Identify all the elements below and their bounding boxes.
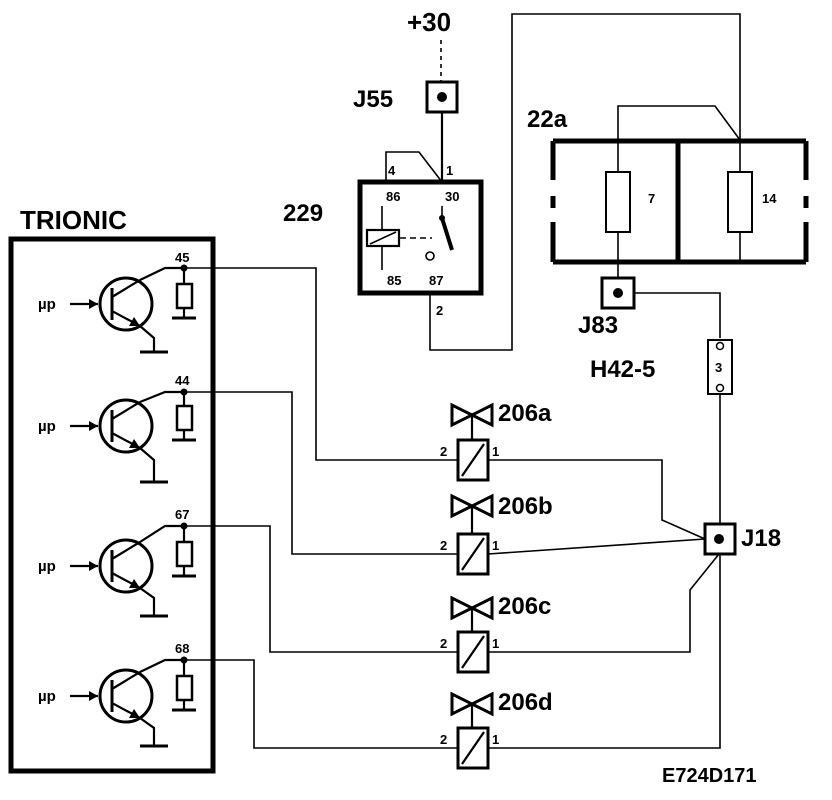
input-arrow-icon bbox=[89, 299, 98, 309]
ecu-driver-45: µp 45 bbox=[38, 250, 196, 354]
ecu-pin-label: 44 bbox=[175, 373, 190, 388]
fuse-14 bbox=[727, 171, 753, 233]
connector-h42-pin: 3 bbox=[715, 360, 722, 375]
transistor-icon bbox=[98, 538, 154, 594]
resistor-icon bbox=[175, 540, 194, 568]
ecu-driver-44: µp 44 bbox=[38, 373, 196, 484]
transistor-icon bbox=[98, 276, 154, 332]
valve-pin-label: 1 bbox=[492, 732, 499, 747]
valve-206b: 206b 2 1 bbox=[440, 493, 553, 576]
valve-id: 206a bbox=[498, 400, 552, 427]
relay-box bbox=[357, 179, 484, 296]
ecu-box bbox=[8, 236, 216, 774]
supply-label: +30 bbox=[407, 7, 451, 37]
valve-pin-label: 2 bbox=[440, 732, 447, 747]
valve-pin-label: 2 bbox=[440, 538, 447, 553]
relay-pin-label: 30 bbox=[445, 189, 459, 204]
connector-j83-label: J83 bbox=[578, 312, 618, 339]
valve-pin-label: 1 bbox=[492, 444, 499, 459]
connector-j83: J83 bbox=[578, 262, 721, 339]
valve-206c: 206c 2 1 bbox=[440, 593, 551, 674]
relay-pin-label: 4 bbox=[388, 163, 396, 178]
resistor-icon bbox=[175, 674, 194, 702]
valve-pin-label: 1 bbox=[492, 538, 499, 553]
valve-206d: 206d 2 1 bbox=[440, 689, 553, 770]
ecu-title: TRIONIC bbox=[20, 205, 127, 235]
connector-h42-5: H42-5 3 bbox=[590, 339, 733, 524]
input-arrow-icon bbox=[89, 421, 98, 431]
relay-id: 229 bbox=[283, 200, 323, 227]
ecu-pin-label: 67 bbox=[175, 507, 189, 522]
relay-229: 229 4 1 86 30 85 87 2 bbox=[283, 13, 741, 351]
valve-pin-label: 2 bbox=[440, 444, 447, 459]
driver-input-label: µp bbox=[38, 688, 56, 705]
connector-j55-label: J55 bbox=[353, 86, 393, 113]
transistor-icon bbox=[98, 398, 154, 454]
connector-j55: J55 bbox=[353, 80, 459, 182]
ecu-valve-wires bbox=[184, 267, 458, 749]
resistor-icon bbox=[175, 282, 194, 310]
valve-id: 206b bbox=[498, 493, 553, 520]
valve-pin-label: 1 bbox=[492, 636, 499, 651]
connector-j18-label: J18 bbox=[741, 525, 781, 552]
transistor-icon bbox=[98, 668, 154, 724]
relay-pin-label: 85 bbox=[387, 273, 401, 288]
relay-pin-label: 2 bbox=[436, 303, 443, 318]
valve-id: 206c bbox=[498, 593, 551, 620]
diagram-reference: E724D171 bbox=[662, 765, 757, 787]
relay-pin-label: 86 bbox=[386, 189, 400, 204]
relay-contact-icon bbox=[425, 251, 435, 261]
trionic-ecu: TRIONIC bbox=[8, 205, 216, 774]
driver-input-label: µp bbox=[38, 418, 56, 435]
supply-30: +30 bbox=[407, 7, 451, 82]
ecu-driver-67: µp 67 bbox=[38, 507, 196, 618]
connector-j18: J18 bbox=[703, 522, 781, 556]
valve-j18-wires bbox=[487, 459, 721, 749]
ecu-pin-label: 45 bbox=[175, 250, 189, 265]
valve-pin-label: 2 bbox=[440, 636, 447, 651]
fusebox-22a: 22a 7 14 bbox=[527, 105, 809, 265]
ecu-pin-label: 68 bbox=[175, 641, 189, 656]
resistor-icon bbox=[175, 404, 194, 432]
driver-input-label: µp bbox=[38, 296, 56, 313]
valve-206a: 206a 2 1 bbox=[440, 400, 552, 482]
fuse-label: 14 bbox=[762, 191, 777, 206]
fusebox-id: 22a bbox=[527, 106, 568, 133]
valve-id: 206d bbox=[498, 689, 553, 716]
input-arrow-icon bbox=[89, 691, 98, 701]
fuse-label: 7 bbox=[648, 191, 655, 206]
relay-pin-label: 87 bbox=[429, 273, 443, 288]
ecu-driver-68: µp 68 bbox=[38, 641, 196, 748]
input-arrow-icon bbox=[89, 561, 98, 571]
driver-input-label: µp bbox=[38, 558, 56, 575]
relay-pin-label: 1 bbox=[446, 163, 453, 178]
fuse-7 bbox=[605, 171, 631, 233]
connector-h42-label: H42-5 bbox=[590, 356, 655, 383]
